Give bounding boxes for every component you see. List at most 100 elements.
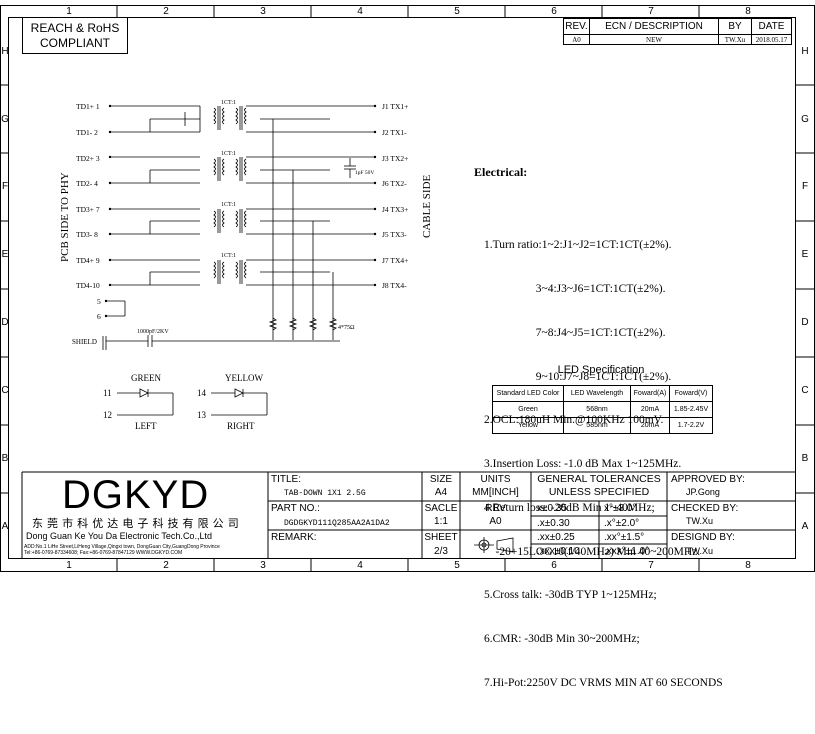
tolerance-cell: .xx°±1.5°: [604, 532, 645, 543]
units-value: MM[INCH]: [472, 487, 519, 498]
channel-1: [110, 105, 375, 133]
scale-value: 1:1: [434, 516, 448, 527]
zone-row: E: [1, 249, 9, 260]
spec-line: 9~10:J7~J8=1CT:1CT(±2%).: [484, 370, 672, 383]
company-logo: DGKYD: [62, 473, 210, 517]
pin-label: J5 TX3-: [382, 230, 407, 239]
zone-col: 6: [551, 560, 557, 571]
led-spec-cell: Yellow: [492, 417, 564, 434]
spec-line: 6.CMR: -30dB Min 30~200MHz;: [484, 633, 640, 646]
checked-value: TW.Xu: [686, 516, 714, 526]
checked-label: CHECKED BY:: [671, 503, 739, 514]
drawing-frame: [8, 17, 796, 559]
zone-col: 8: [745, 6, 751, 17]
pin-label: TD4+ 9: [76, 256, 100, 265]
tolerance-cell: .xxx±0.10: [537, 546, 580, 557]
company-name-en: Dong Guan Ke You Da Electronic Tech.Co.,…: [26, 531, 212, 541]
tolerance-subtitle: UNLESS SPECIFIED: [548, 486, 650, 498]
tolerance-cell: .x°±2.0°: [604, 518, 640, 529]
zone-row: G: [801, 114, 809, 125]
title-label: TITLE:: [271, 474, 302, 485]
zone-col: 5: [454, 560, 460, 571]
revision-table: REV. ECN / DESCRIPTION BY DATE A0 NEW TW…: [563, 18, 792, 45]
zone-col: 8: [745, 560, 751, 571]
green-led-label: GREEN: [131, 373, 161, 383]
size-value: A4: [434, 487, 448, 498]
zone-row: B: [801, 453, 809, 464]
zone-row: F: [1, 181, 9, 192]
pin-label: J4 TX3+: [382, 205, 408, 214]
rev-label: REV: [485, 503, 506, 514]
zone-col: 6: [551, 6, 557, 17]
tolerance-cell: .x±0.30: [537, 518, 570, 529]
zone-row: D: [1, 317, 9, 328]
transformer-label: 1CT:1: [221, 202, 236, 208]
part-label: PART NO.:: [271, 503, 320, 514]
pin-label: TD1+ 1: [76, 102, 100, 111]
spec-line: 3.Insertion Loss: -1.0 dB Max 1~125MHz.: [484, 458, 682, 471]
approved-label: APPROVED BY:: [671, 474, 745, 485]
led-pin: 11: [103, 388, 112, 398]
sheet-value: 2/3: [434, 546, 448, 557]
shield-cap-label: 1000pF/2KV: [137, 329, 169, 335]
zone-row: B: [1, 453, 9, 464]
zone-col: 4: [357, 560, 363, 571]
led-spec-table: Standard LED Color LED Wavelength Foward…: [492, 385, 713, 434]
led-spec-title: LED Specification: [557, 364, 645, 376]
pin-label: TD3+ 7: [76, 205, 100, 214]
pin-label: J1 TX1+: [382, 102, 408, 111]
title-value: TAB-DOWN 1X1 2.5G: [284, 489, 366, 498]
pin-label: 5: [97, 297, 101, 306]
zone-col: 2: [163, 560, 169, 571]
led-pin: 13: [197, 410, 207, 420]
pin-label: J6 TX2-: [382, 179, 407, 188]
pin-label: J2 TX1-: [382, 128, 407, 137]
channel-4: [110, 259, 375, 286]
zone-col: 3: [260, 560, 266, 571]
pin-label: J7 TX4+: [382, 256, 408, 265]
spec-line: 3~4:J3~J6=1CT:1CT(±2%).: [484, 282, 666, 295]
projection-symbol: [474, 537, 514, 553]
spec-line: -20+15LOG10(f/40MHz) Min 40~200MHz.: [484, 545, 701, 558]
schematic-wires: [102, 105, 375, 350]
zone-col: 7: [648, 560, 654, 571]
zone-col: 1: [66, 6, 72, 17]
title-block-grid: [21, 471, 796, 559]
company-address: ADD:No.1 LiHe Street,LiHeng Village,Qing…: [24, 544, 220, 550]
size-label: SIZE: [429, 474, 453, 485]
pin-label: TD2- 4: [76, 179, 98, 188]
part-value: DGDGKYD111Q285AA2A1DA2: [284, 519, 390, 528]
zone-row: A: [801, 521, 809, 532]
resistor-label: 4*75Ω: [338, 325, 355, 331]
zone-col: 4: [357, 6, 363, 17]
zone-ticks: [0, 5, 815, 572]
spec-line: 7.Hi-Pot:2250V DC VRMS MIN AT 60 SECONDS: [484, 676, 723, 689]
led-spec-cell: 1.7-2.2V: [669, 417, 713, 434]
pin-label: J8 TX4-: [382, 281, 407, 290]
design-label: DESIGND BY:: [671, 532, 735, 543]
pin-label: TD2+ 3: [76, 154, 100, 163]
compliance-line2: COMPLIANT: [39, 36, 110, 50]
units-label: UNITS: [480, 474, 511, 485]
transformer-label: 1CT:1: [221, 253, 236, 259]
zone-row: C: [1, 385, 9, 396]
zone-row: E: [801, 249, 809, 260]
zone-col: 3: [260, 6, 266, 17]
zone-col: 7: [648, 6, 654, 17]
led-diagram: GREEN YELLOW 11 12 14 13 LEFT RIGHT: [103, 373, 268, 431]
remark-label: REMARK:: [271, 532, 317, 543]
pin-label: TD1- 2: [76, 128, 98, 137]
right-led-label: RIGHT: [227, 421, 255, 431]
sheet-label: SHEET: [424, 532, 458, 543]
zone-row: C: [801, 385, 809, 396]
pin-label: TD4-10: [76, 281, 100, 290]
compliance-line1: REACH & RoHS: [30, 21, 120, 35]
company-contact: Tel:+86-0769-87334608; Fax:+86-0769-8784…: [24, 550, 183, 556]
pin-label: J3 TX2+: [382, 154, 408, 163]
design-value: TW.Xu: [686, 546, 714, 556]
channel-3: [110, 208, 375, 235]
spec-line: 1.Turn ratio:1~2:J1~J2=1CT:1CT(±2%).: [484, 239, 672, 252]
zone-row: H: [801, 46, 809, 57]
rev-value: A0: [489, 516, 502, 527]
tolerance-cell: x±0.35: [537, 503, 567, 514]
